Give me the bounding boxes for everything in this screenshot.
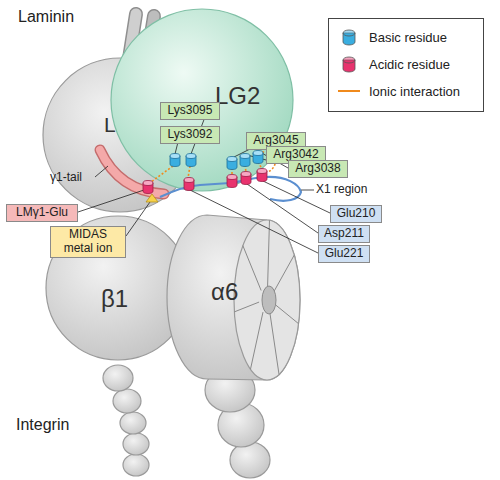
- residue-name: Glu210: [337, 207, 376, 221]
- propeller-blade: [274, 255, 295, 292]
- leg-domain: [120, 412, 146, 434]
- leg-domain: [103, 365, 133, 391]
- propeller-blade: [270, 313, 279, 374]
- residue-label: Glu221: [318, 245, 370, 263]
- basic-residue: [186, 154, 196, 167]
- leg-domain: [123, 454, 149, 476]
- legend-box: Basic residueAcidic residueIonic interac…: [328, 18, 484, 112]
- leg-domain: [113, 389, 141, 413]
- residue-name: Lys3095: [168, 104, 213, 118]
- legend-swatch: [343, 57, 355, 72]
- domain-name: α6: [211, 278, 238, 306]
- laminin-lg2-domain: LG2: [110, 8, 294, 192]
- propeller-blade: [268, 220, 270, 286]
- basic-residue: [253, 151, 263, 164]
- residue-name: LMγ1-Glu: [16, 206, 68, 220]
- residue-name: Arg3038: [295, 162, 340, 176]
- residue-label: Arg3038: [288, 160, 348, 178]
- legend-sample: [337, 55, 361, 73]
- domain-name: LG2: [215, 82, 260, 110]
- legend-text: Ionic interaction: [369, 84, 460, 99]
- alpha-leg: [205, 368, 270, 478]
- propeller-blade: [250, 312, 263, 369]
- node-outline: [110, 8, 294, 192]
- legend-text: Acidic residue: [369, 57, 450, 72]
- legend-text: Basic residue: [369, 30, 447, 45]
- molecule-label: Laminin: [18, 8, 74, 26]
- residue-name: Glu221: [325, 247, 364, 261]
- basic-residue: [240, 154, 250, 167]
- basic-residue: [170, 154, 180, 167]
- propeller-blade: [275, 304, 299, 324]
- domain-name: β1: [101, 285, 128, 313]
- acidic-residue: [227, 175, 237, 188]
- residue-label: Lys3092: [160, 126, 220, 144]
- acidic-residue: [257, 169, 267, 182]
- metal-ion-label: MIDAS metal ion: [50, 226, 126, 258]
- propeller-hole: [262, 286, 276, 314]
- beta-leg: [103, 365, 149, 476]
- legend-sample: [337, 28, 361, 46]
- acidic-residue: [143, 181, 153, 194]
- residue-name: Lys3092: [168, 128, 213, 142]
- residue-label: Lys3095: [160, 102, 220, 120]
- legend-line: [338, 90, 360, 92]
- molecule-label: Integrin: [16, 416, 69, 434]
- legend-swatch: [343, 30, 355, 45]
- legend-row: Acidic residue: [337, 54, 450, 74]
- propeller-blade: [243, 246, 261, 291]
- region-label: X1 region: [316, 182, 367, 196]
- residue-name: Asp211: [324, 227, 364, 241]
- acidic-residue: [241, 172, 251, 185]
- part-label: γ1-tail: [50, 170, 82, 184]
- residue-name: MIDAS metal ion: [55, 228, 121, 256]
- legend-row: Ionic interaction: [337, 81, 460, 101]
- residue-label: Asp211: [318, 225, 370, 243]
- residue-label: Glu210: [330, 205, 382, 223]
- leader-line: [301, 190, 314, 191]
- propeller-body: [167, 215, 300, 380]
- leg-domain: [123, 433, 149, 455]
- integrin-alpha6-propeller: α6: [165, 212, 301, 384]
- basic-residue: [227, 157, 237, 170]
- legend-row: Basic residue: [337, 27, 447, 47]
- residue-label: LMγ1-Glu: [6, 204, 78, 222]
- propeller-face: [234, 220, 300, 380]
- legend-sample: [337, 82, 361, 100]
- leg-domain: [230, 442, 270, 478]
- acidic-residue: [184, 178, 194, 191]
